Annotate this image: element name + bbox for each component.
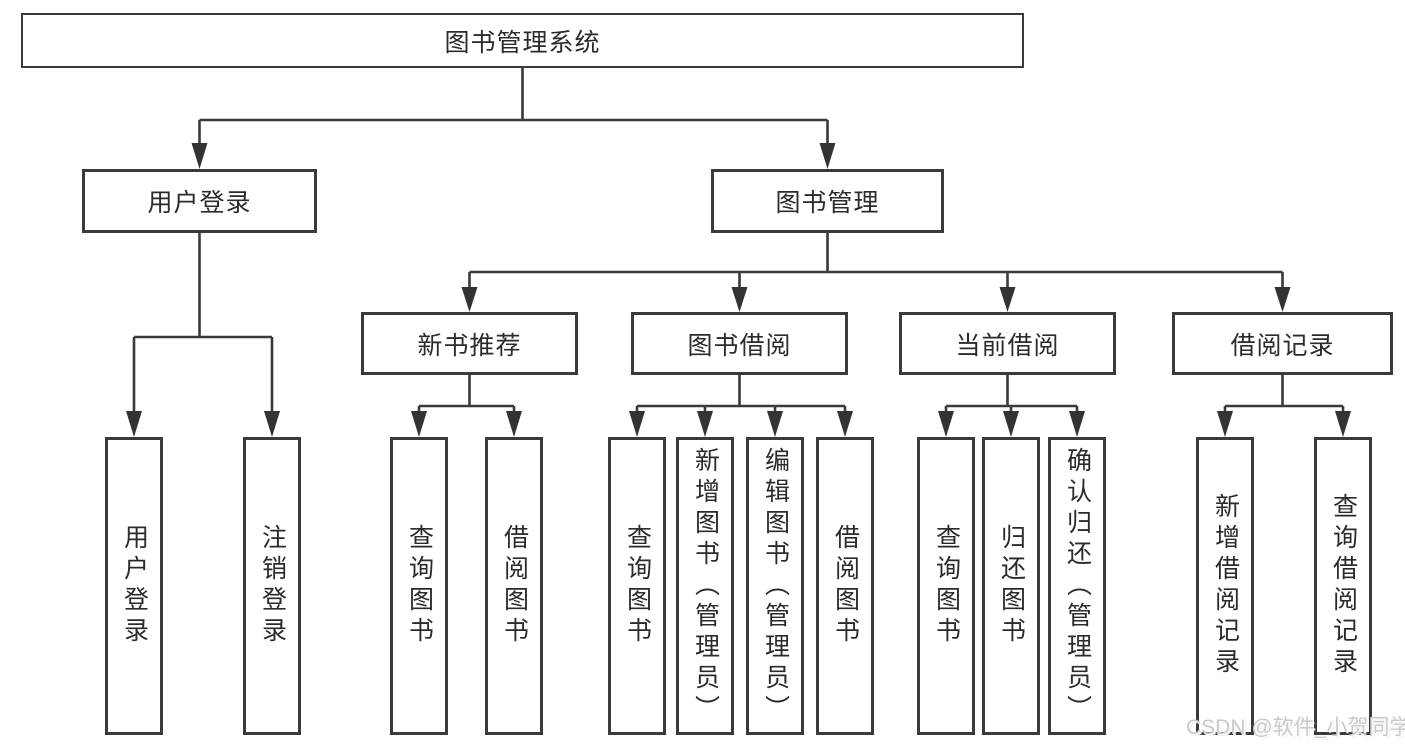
edge-current-borrowing-to-children [938,375,1085,437]
node-borrowing-records: 借阅记录 [1172,312,1393,375]
leaf-cb-confirm-return-admin: 确认归还（管理员） [1048,437,1106,735]
leaf-logout: 注销登录 [243,437,301,735]
node-user-login: 用户登录 [82,169,317,233]
edge-book-management-to-modules [461,233,1291,312]
leaf-bb-query-book: 查询图书 [608,437,666,735]
leaf-bb-edit-book-admin: 编辑图书（管理员） [746,437,804,735]
edge-book-borrowing-to-children [629,375,853,437]
leaf-cb-query-book: 查询图书 [917,437,975,735]
node-book-management: 图书管理 [711,169,944,233]
csdn-watermark: CSDN @软件_小贺同学 [1186,716,1405,739]
node-book-borrowing: 图书借阅 [631,312,848,375]
edge-user-login-to-children [126,233,280,437]
edge-borrowing-records-to-children [1217,375,1351,437]
leaf-bb-borrow-book: 借阅图书 [816,437,874,735]
node-current-borrowing: 当前借阅 [899,312,1116,375]
leaf-nbr-query-book: 查询图书 [390,437,448,735]
leaf-bb-add-book-admin: 新增图书（管理员） [676,437,734,735]
leaf-nbr-borrow-book: 借阅图书 [485,437,543,735]
node-new-book-recommend: 新书推荐 [361,312,578,375]
edge-new-book-recommend-to-children [411,375,522,437]
node-system-root: 图书管理系统 [21,13,1024,68]
leaf-br-add-record: 新增借阅记录 [1196,437,1254,735]
leaf-cb-return-book: 归还图书 [982,437,1040,735]
leaf-br-query-record: 查询借阅记录 [1314,437,1372,735]
leaf-user-login: 用户登录 [105,437,163,735]
edge-root-to-level2 [191,68,836,169]
